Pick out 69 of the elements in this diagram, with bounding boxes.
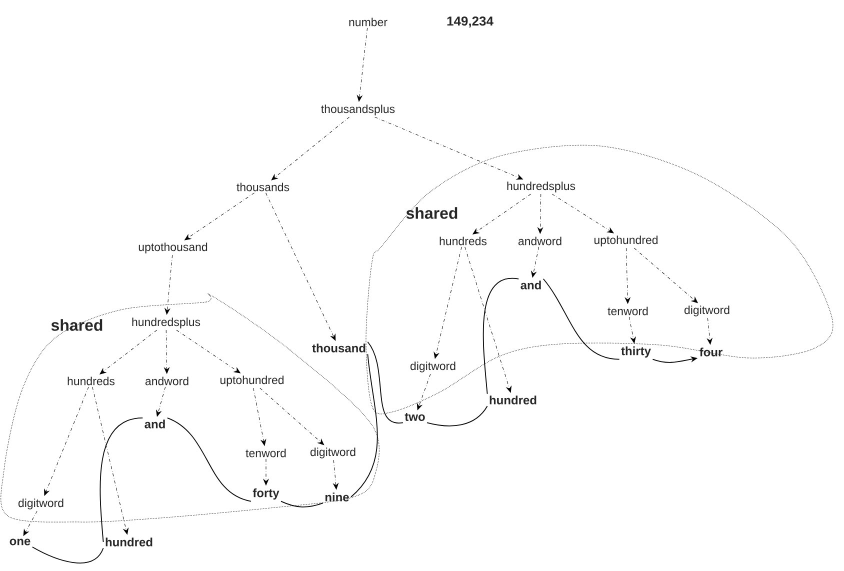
arrow <box>707 318 712 345</box>
arrow <box>23 510 38 536</box>
arrow <box>263 458 269 486</box>
rule-label: hundreds <box>440 236 487 246</box>
arrow <box>531 246 540 278</box>
rule-label: thousands <box>236 182 290 192</box>
rule-label: uptohundred <box>594 236 658 246</box>
yield-curve <box>350 354 378 498</box>
yield-curve <box>367 341 404 424</box>
arrow <box>164 330 170 374</box>
rule-label: andword <box>145 376 188 386</box>
yield-curve <box>280 500 324 508</box>
rule-label: uptohundred <box>220 376 284 386</box>
arrow <box>100 330 158 374</box>
rule-label: uptothousand <box>138 242 208 254</box>
rule-label: number <box>349 18 388 26</box>
arrow <box>184 192 255 240</box>
arrow <box>538 194 543 234</box>
arrow <box>634 248 698 304</box>
arrow <box>628 316 636 344</box>
arrow <box>552 194 614 234</box>
arrow <box>44 386 89 496</box>
arrow <box>92 386 128 535</box>
arrow <box>624 248 630 304</box>
word-label: and <box>520 280 541 290</box>
yield-curve <box>482 278 520 394</box>
arrow <box>156 386 166 417</box>
word-label: forty <box>252 488 280 500</box>
rule-label: digitword <box>18 498 64 510</box>
arrow <box>176 330 240 374</box>
rule-label: hundredsplus <box>507 182 576 192</box>
arrow <box>464 246 512 393</box>
arrow <box>374 116 523 180</box>
arrow <box>253 388 266 446</box>
word-label: and <box>144 420 165 428</box>
word-label: thirty <box>621 346 651 358</box>
word-label: four <box>700 348 722 356</box>
arrow <box>434 246 462 359</box>
rule-label: thousandsplus <box>321 104 395 116</box>
rule-label: hundredsplus <box>132 318 200 328</box>
word-label: hundred <box>490 396 536 404</box>
word-label: one <box>10 538 30 546</box>
yield-curve <box>166 417 252 502</box>
word-label: two <box>404 413 425 421</box>
rule-label: digitword <box>410 362 456 372</box>
yield-curve <box>32 546 104 564</box>
yield-curve <box>426 406 488 426</box>
arrow <box>416 374 431 410</box>
arrow <box>260 388 324 446</box>
arrow <box>271 116 350 180</box>
word-label: nine <box>325 492 349 502</box>
rule-label: andword <box>518 236 562 246</box>
rule-label: hundreds <box>68 376 115 386</box>
yield-curve <box>100 417 144 542</box>
rule-label: digitword <box>684 306 730 316</box>
word-label: thousand <box>312 344 366 352</box>
arrow <box>356 28 368 102</box>
arrow <box>472 194 532 234</box>
rule-label: tenword <box>608 306 648 316</box>
annotation: shared <box>51 319 102 331</box>
arrow <box>164 254 173 315</box>
yield-curve <box>542 278 620 360</box>
rule-label: tenword <box>246 448 286 458</box>
arrow <box>333 460 338 490</box>
arrow <box>266 192 336 341</box>
word-label: hundred <box>106 538 152 546</box>
annotation: shared <box>406 207 458 219</box>
annotation: 149,234 <box>447 16 494 28</box>
rule-label: digitword <box>310 448 356 458</box>
